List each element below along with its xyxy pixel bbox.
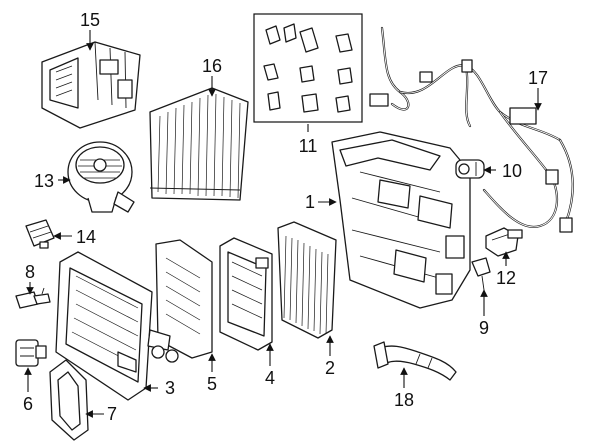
part-15-blower-housing (41, 41, 141, 129)
part-11-actuator-set (253, 13, 363, 123)
callout-18: 18 (394, 390, 414, 410)
part-8-sensor (15, 287, 51, 309)
part-12-control-module (485, 227, 523, 257)
part-13-blower-motor (67, 141, 135, 213)
part-10-switch (455, 159, 485, 179)
callout-13: 13 (34, 171, 54, 191)
part-3-core (55, 251, 153, 401)
part-4-evaporator (219, 237, 273, 351)
callout-6: 6 (23, 394, 33, 414)
part-6-sensor (15, 339, 47, 367)
callout-14: 14 (76, 227, 96, 247)
part-17-wiring-harness (369, 26, 574, 233)
part-2-core-frame (277, 221, 337, 339)
callout-15: 15 (80, 10, 100, 30)
callout-labels: 15 16 11 13 14 8 6 7 3 5 4 2 1 10 17 12 … (23, 10, 548, 424)
callout-16: 16 (202, 56, 222, 76)
callout-7: 7 (107, 404, 117, 424)
part-18-hose (373, 341, 457, 381)
part-9-sensor (471, 257, 491, 291)
callout-8: 8 (25, 262, 35, 282)
leader-lines (24, 30, 542, 418)
part-7-seal (49, 359, 89, 441)
callout-9: 9 (479, 318, 489, 338)
callout-17: 17 (528, 68, 548, 88)
callout-5: 5 (207, 374, 217, 394)
part-11-frame (253, 13, 363, 123)
callout-12: 12 (496, 268, 516, 288)
callout-10: 10 (502, 161, 522, 181)
callout-4: 4 (265, 368, 275, 388)
callout-11: 11 (299, 136, 318, 156)
callout-1: 1 (305, 192, 315, 212)
callout-2: 2 (325, 358, 335, 378)
part-14-resistor (25, 219, 55, 249)
part-5-heater-core (147, 239, 213, 363)
part-1-hvac-housing (331, 131, 471, 309)
callout-3: 3 (165, 378, 175, 398)
part-16-cabin-filter (149, 87, 249, 201)
